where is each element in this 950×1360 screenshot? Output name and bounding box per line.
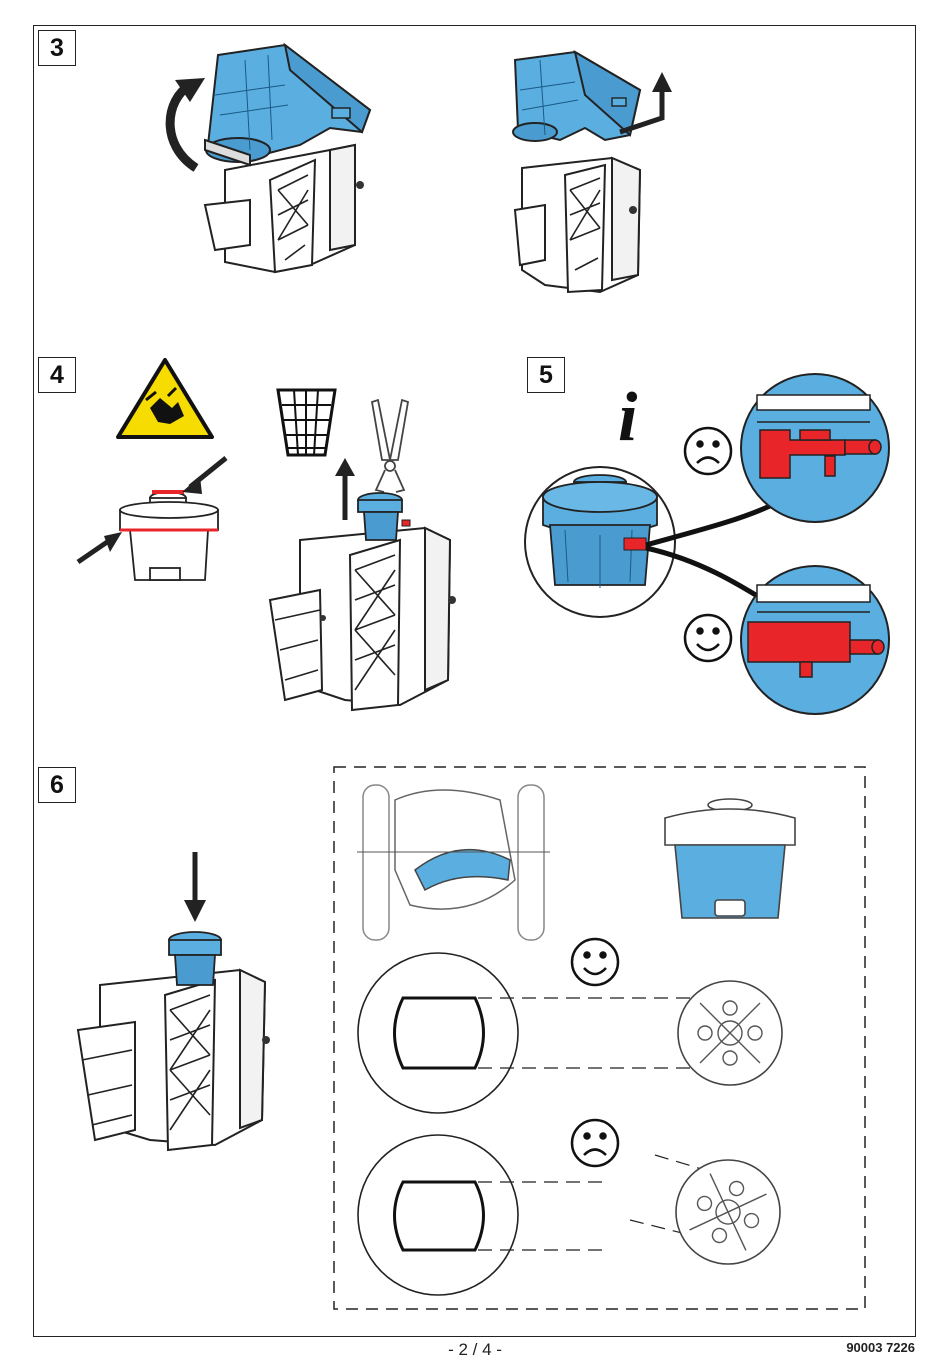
happy-face-icon	[685, 615, 731, 661]
step5-detail-bad	[741, 374, 889, 522]
step-6-label: 6	[38, 767, 76, 803]
step-5-label: 5	[527, 357, 565, 393]
waste-basket-icon	[278, 390, 335, 455]
step4-housing	[270, 493, 456, 710]
info-icon: i	[618, 379, 638, 456]
step6-top-view	[357, 785, 550, 940]
step6-good-detail	[358, 953, 782, 1113]
happy-face-icon-2	[572, 939, 618, 985]
step5-detail-good	[741, 566, 889, 714]
step-3-label: 3	[38, 30, 76, 66]
page-number: - 2 / 4 -	[0, 1340, 950, 1360]
step6-motor-side	[665, 799, 795, 918]
document-code: 90003 7226	[846, 1340, 915, 1355]
step3-left-illustration	[170, 45, 370, 272]
step3-right-illustration	[513, 52, 672, 292]
motor-top-view	[78, 458, 226, 580]
sad-face-icon-2	[572, 1120, 618, 1166]
step6-bad-detail	[358, 1135, 780, 1295]
step-4-label: 4	[38, 357, 76, 393]
sad-face-icon	[685, 428, 731, 474]
step6-housing	[78, 932, 270, 1150]
pliers-icon	[372, 400, 408, 492]
hand-crush-warning-icon	[118, 360, 212, 437]
